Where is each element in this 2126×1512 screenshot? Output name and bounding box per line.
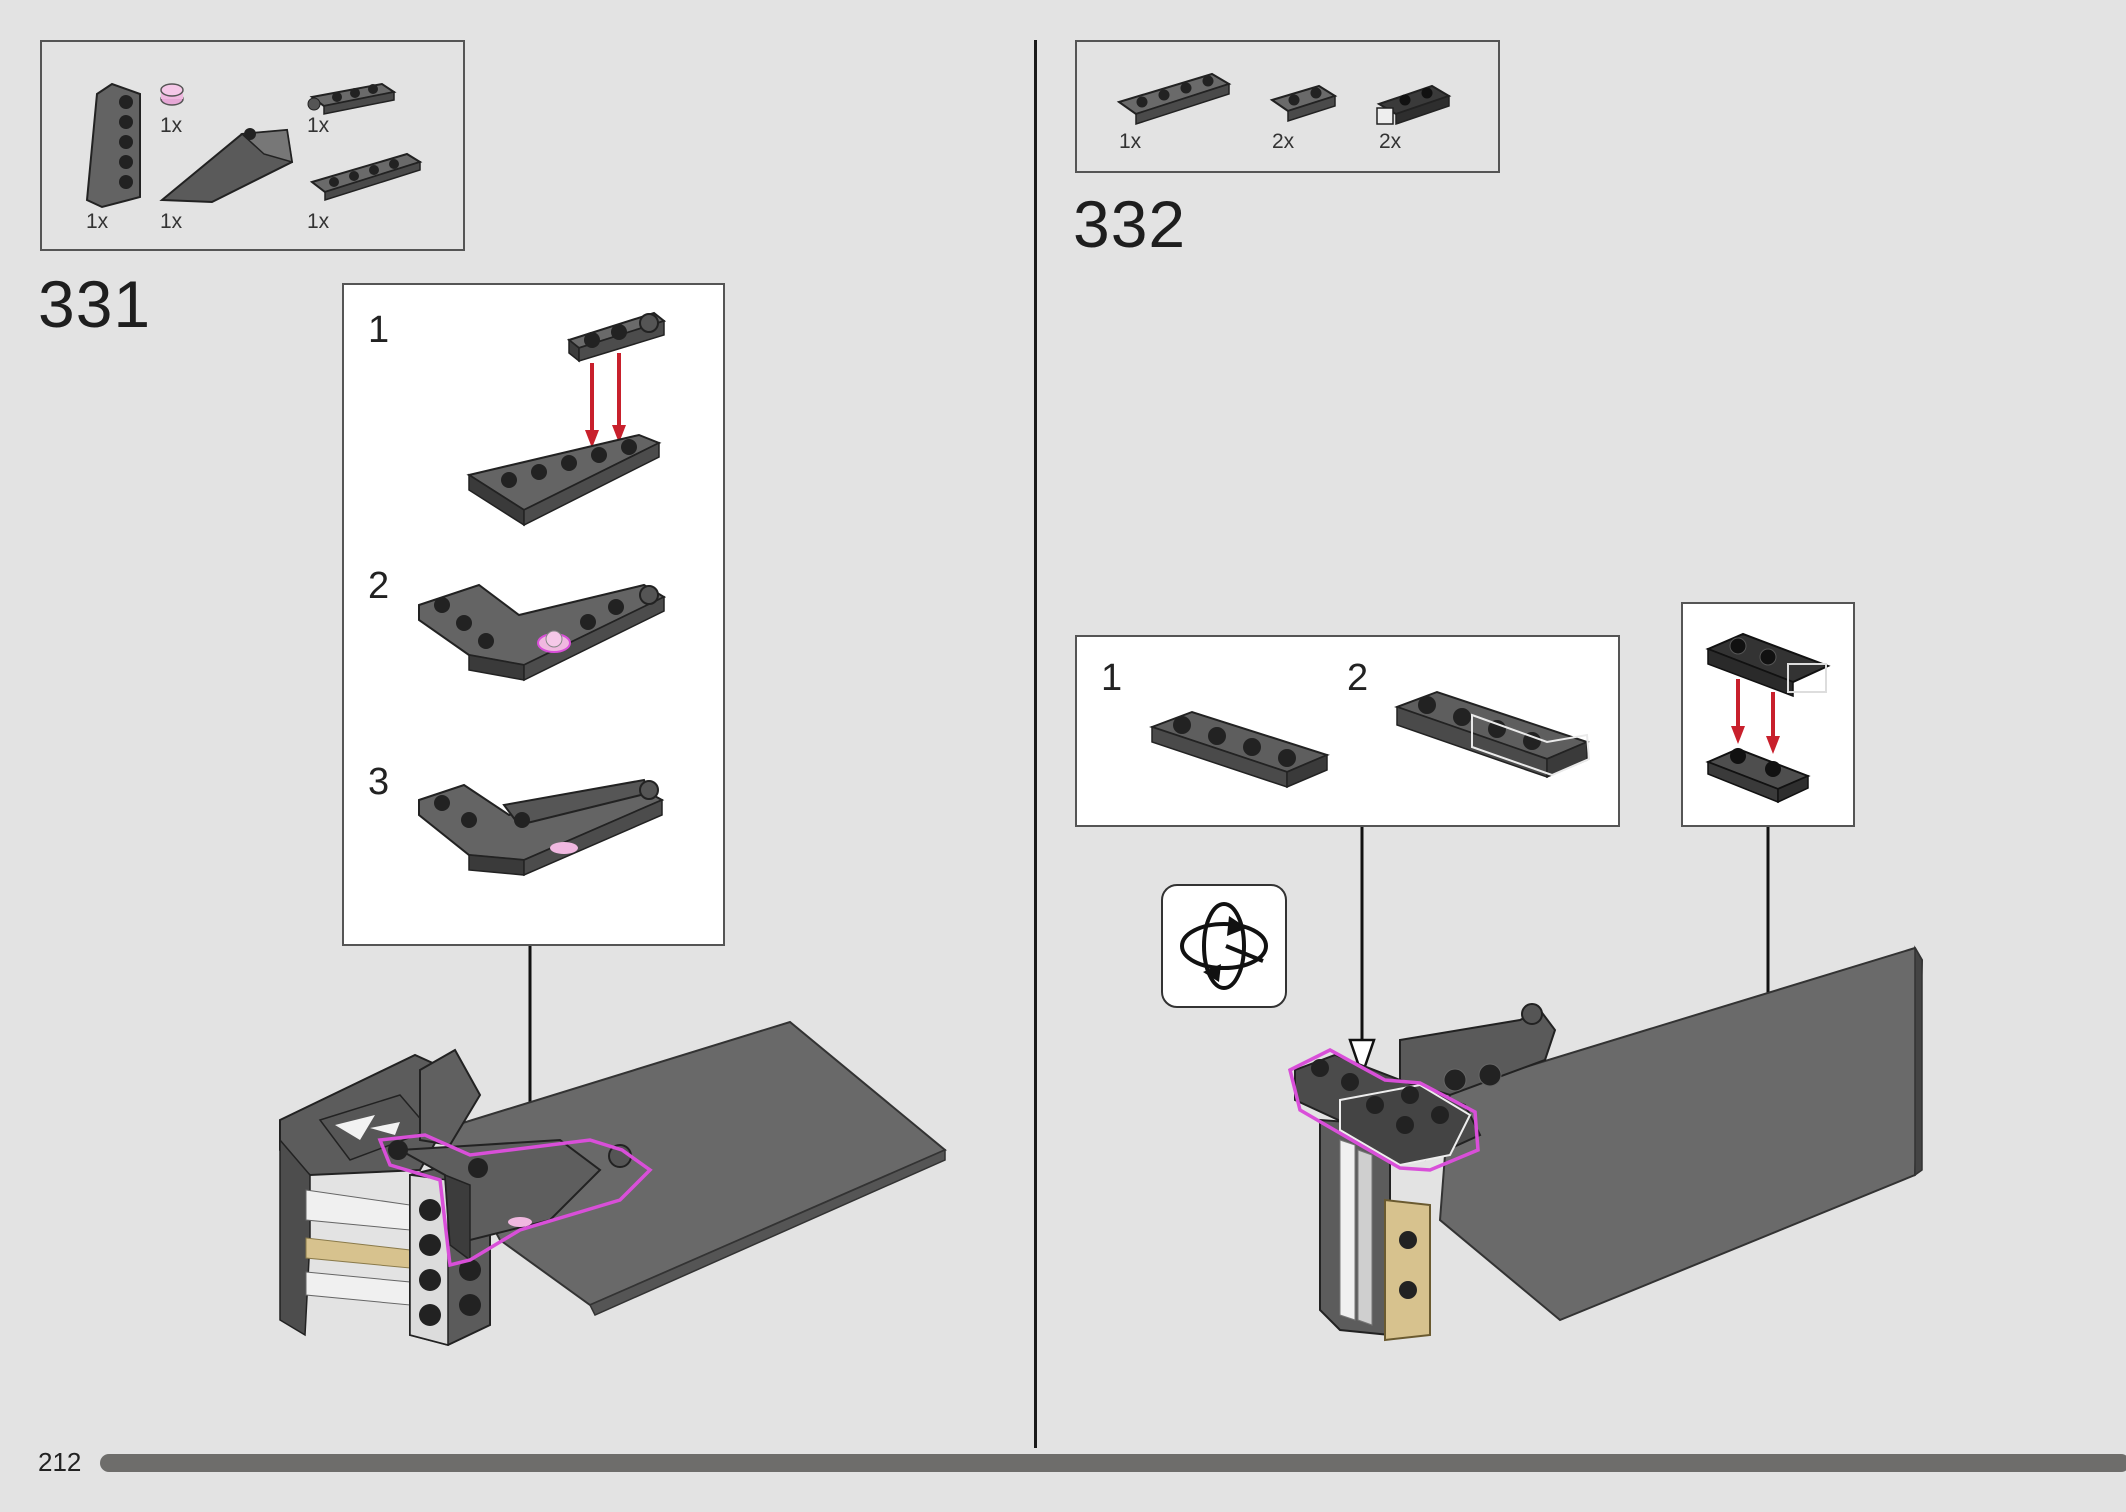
side-callout-illustration — [1705, 632, 1831, 804]
part-qty: 2x — [1272, 130, 1295, 153]
plate-1x2-icon — [1269, 84, 1338, 123]
plate-1x4-icon — [1149, 710, 1330, 789]
red-arrow-icon — [1731, 679, 1780, 754]
red-arrow-icon — [585, 353, 626, 448]
substep-callout-332: 1 2 — [1075, 635, 1620, 827]
part-qty: 1x — [160, 210, 183, 233]
substep-callout-331: 1 2 3 — [342, 283, 725, 946]
hinge-plate-icon — [1705, 632, 1831, 698]
hinge-plate-icon — [566, 311, 667, 363]
plate-1x2-icon — [1705, 747, 1811, 804]
part-qty: 1x — [307, 210, 330, 233]
highlight-outline — [377, 1133, 653, 1268]
round-plate-pink-icon — [160, 83, 184, 106]
part-qty: 1x — [307, 114, 330, 137]
main-model-331 — [279, 946, 947, 1347]
substep-number: 2 — [368, 565, 390, 607]
parts-illustrations-331 — [85, 82, 423, 209]
progress-bar — [100, 1454, 2126, 1472]
substep-illustrations-331 — [418, 311, 667, 877]
step-number-332: 332 — [1073, 187, 1187, 261]
side-studs-icon — [419, 1199, 481, 1326]
page-number: 212 — [38, 1447, 82, 1477]
hinge-plate-1x2-icon — [1376, 84, 1452, 126]
highlight-outline — [1287, 1048, 1480, 1172]
substep-number: 2 — [1347, 657, 1369, 699]
substep-illustrations-332 — [1149, 690, 1591, 789]
plate-1x4-icon — [1116, 72, 1232, 126]
parts-illustrations-332 — [1116, 72, 1452, 126]
substep-number: 3 — [368, 761, 390, 803]
assembly-step-3-icon — [418, 778, 665, 877]
step-number-331: 331 — [38, 267, 152, 341]
wedge-plate-icon — [466, 433, 662, 527]
plate-with-hinge-icon — [1394, 690, 1591, 779]
substep-number: 1 — [368, 309, 390, 351]
page-divider — [1034, 40, 1037, 1448]
rotate-model-icon — [1161, 884, 1287, 1008]
part-qty: 1x — [1119, 130, 1142, 153]
main-model-332 — [1287, 827, 1924, 1342]
parts-list-331: 1x 1x 1x 1x 1x — [40, 40, 465, 251]
part-qty: 1x — [160, 114, 183, 137]
part-qty: 2x — [1379, 130, 1402, 153]
slope-wedge-icon — [159, 128, 294, 204]
side-callout-332 — [1681, 602, 1855, 827]
plate-1x4-icon — [309, 152, 423, 202]
assembly-step-2-icon — [418, 583, 667, 682]
parts-list-332: 1x 2x 2x — [1075, 40, 1500, 173]
white-stripe-icon — [1339, 1139, 1373, 1326]
part-qty: 1x — [86, 210, 109, 233]
hinge-plate-icon — [307, 82, 397, 115]
substep-number: 1 — [1101, 657, 1123, 699]
wedge-plate-left-icon — [85, 82, 141, 209]
